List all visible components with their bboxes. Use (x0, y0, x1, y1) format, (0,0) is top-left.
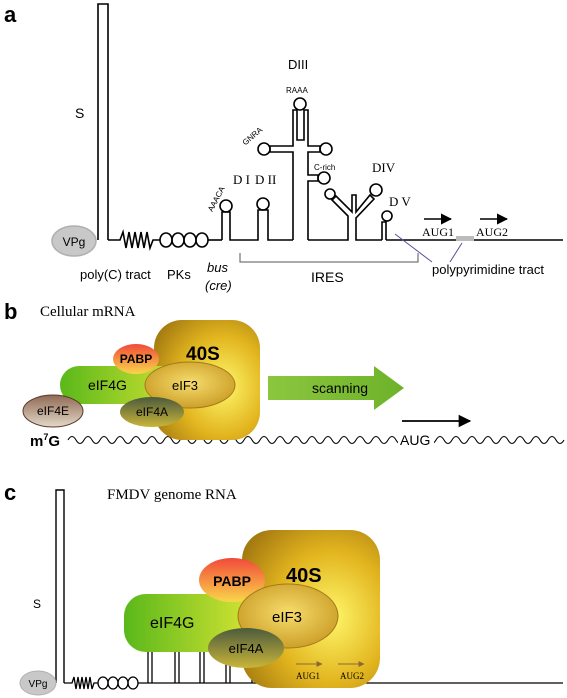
d3-structure (269, 109, 321, 240)
b-eif4g-label: eIF4G (88, 377, 127, 393)
panel-b: b Cellular mRNA 40S eIF4G PABP eIF3 eIF4… (4, 299, 565, 450)
cre-label: (cre) (205, 278, 232, 293)
d5-label: D V (389, 194, 411, 209)
c-s-label: S (33, 597, 41, 611)
c-s-stem (55, 489, 65, 683)
pks-label: PKs (167, 267, 191, 282)
c-eif4g-label: eIF4G (150, 615, 194, 632)
raaa-label: RAAA (286, 86, 308, 95)
c-vpg-label: VPg (29, 679, 48, 690)
aug-label-bg (398, 432, 434, 448)
bus-label: bus (207, 260, 228, 275)
d1-loop (219, 199, 233, 213)
s-label: S (75, 105, 84, 121)
pabp (113, 344, 159, 374)
d2-label: D II (255, 172, 276, 187)
d3-right-loop (319, 142, 333, 156)
b-pabp-label: PABP (120, 352, 152, 366)
d2-loop (256, 197, 270, 211)
m7g-cap: m7G (30, 432, 60, 450)
d5-loop (381, 210, 393, 222)
c-vpg (19, 670, 57, 696)
polyc-zigzag (108, 229, 160, 251)
c-40s-label: 40S (286, 565, 322, 587)
b-40s-label: 40S (186, 344, 220, 365)
eif3 (144, 361, 236, 409)
d3-label: DIII (288, 57, 308, 72)
d3-crich-loop (317, 171, 331, 185)
crich-label: C-rich (314, 163, 335, 172)
c-pabp (199, 558, 265, 602)
c-eif3-label: eIF3 (272, 609, 302, 626)
c-aug1-label: AUG1 (296, 671, 320, 681)
d5-structure (381, 221, 387, 240)
d1-label: D I (233, 172, 250, 187)
d4-right-loop (369, 183, 383, 197)
d3-top-loop (293, 97, 307, 111)
polypyrimidine-label: polypyrimidine tract (432, 262, 544, 277)
mrna-wave (67, 435, 565, 445)
c-eif4a (208, 628, 284, 668)
d4-left-loop (324, 188, 336, 200)
polypyrimidine-pointer-1 (394, 233, 433, 263)
panel-a: a S VPg poly(C) tract PKs bus (cre) (4, 2, 563, 293)
aug2-label: AUG2 (476, 225, 508, 239)
panel-c-title: FMDV genome RNA (107, 487, 237, 503)
panel-b-title: Cellular mRNA (40, 304, 136, 320)
panel-b-label: b (4, 299, 17, 324)
panel-c-label: c (4, 480, 16, 505)
aaaca-label: AAACA (206, 184, 227, 213)
vpg-oval (51, 225, 97, 257)
ires-bracket (239, 253, 419, 263)
pseudoknots (159, 232, 222, 248)
d4-structure (308, 193, 382, 241)
b-eif3-label: eIF3 (172, 378, 198, 393)
c-eif4a-label: eIF4A (229, 641, 264, 656)
polypyrimidine-box (456, 236, 474, 241)
scanning-label: scanning (312, 380, 368, 396)
eif4e (22, 394, 84, 428)
s-stem (97, 3, 109, 240)
b-aug-label: AUG (400, 432, 430, 448)
aug1-label: AUG1 (422, 225, 454, 239)
d3-left-loop (257, 142, 271, 156)
b-eif4a-label: eIF4A (136, 405, 168, 419)
polyc-label: poly(C) tract (80, 267, 151, 282)
scanning-arrow (268, 366, 404, 410)
polypyrimidine-pointer-2 (449, 242, 463, 263)
c-pabp-label: PABP (213, 573, 251, 589)
c-aug2-label: AUG2 (340, 671, 364, 681)
panel-c: c FMDV genome RNA S VPg 40S (4, 480, 563, 696)
eif4a (120, 397, 184, 427)
b-eif4e-label: eIF4E (37, 404, 69, 418)
panel-a-label: a (4, 2, 17, 27)
ires-baseline (221, 209, 293, 241)
ires-label: IRES (311, 269, 344, 285)
vpg-label: VPg (63, 235, 86, 249)
d4-label: DIV (372, 160, 396, 175)
